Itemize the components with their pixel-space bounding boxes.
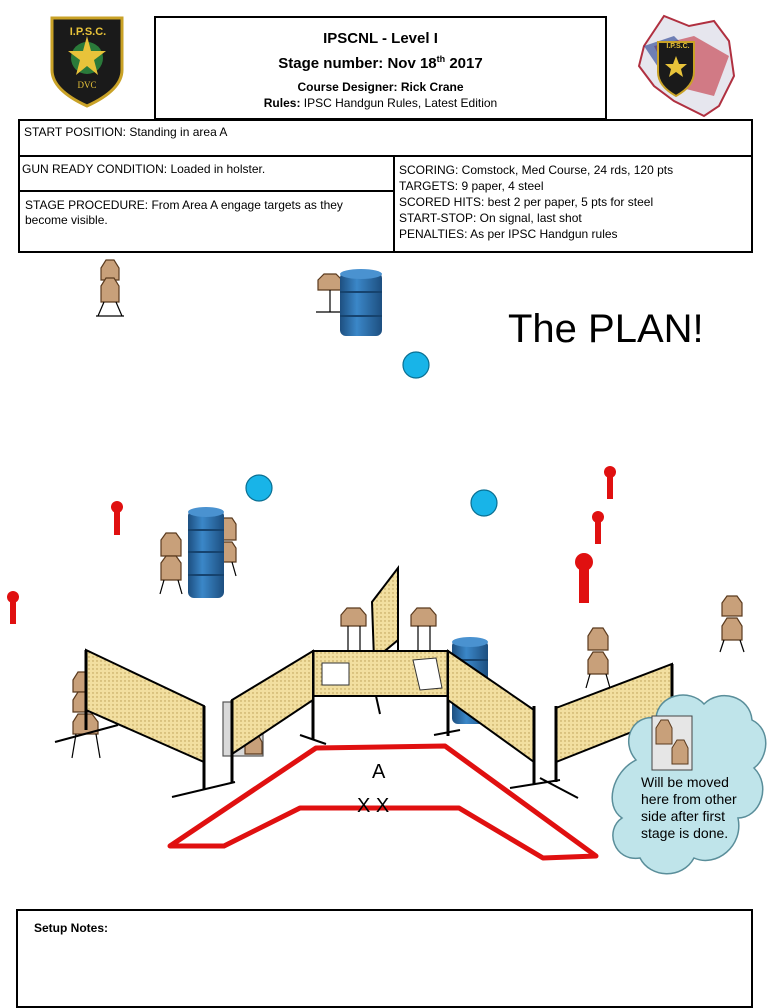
paper-target (96, 259, 124, 317)
rules-value: IPSC Handgun Rules, Latest Edition (300, 96, 498, 110)
wall-right-inner (447, 649, 561, 789)
barrel (340, 269, 382, 336)
paper-target (719, 595, 745, 653)
course-designer: Course Designer: Rick Crane (297, 80, 464, 94)
wall-back (299, 650, 461, 745)
setup-notes-box: Setup Notes: (16, 909, 753, 1008)
gun-ready-box: GUN READY CONDITION: Loaded in holster. (18, 155, 395, 192)
shooter-marks: X X (357, 795, 390, 817)
logo-right-text: I.P.S.C. (666, 43, 690, 50)
start-position-box: START POSITION: Standing in area A (18, 119, 753, 157)
wall-center-tall (370, 565, 399, 663)
stage-procedure-box: STAGE PROCEDURE: From Area A engage targ… (18, 190, 395, 253)
paper-target (316, 273, 344, 313)
popper (604, 466, 616, 499)
steel-plate (470, 489, 498, 517)
steel-plate (245, 474, 273, 502)
start-position-text: START POSITION: Standing in area A (24, 125, 228, 139)
scoring-box: SCORING: Comstock, Med Course, 24 rds, 1… (393, 155, 753, 253)
scoring-text: SCORING: Comstock, Med Course, 24 rds, 1… (399, 163, 674, 177)
logo-left-text: I.P.S.C. (69, 26, 107, 38)
header-box: IPSCNL - Level I Stage number: Nov 18th … (154, 16, 607, 120)
barrel (188, 507, 224, 598)
setup-notes-label: Setup Notes: (34, 921, 109, 935)
start-stop-text: START-STOP: On signal, last shot (399, 211, 582, 225)
stage-number-text: Stage number: Nov 18 (278, 55, 437, 72)
wall-left-inner (230, 649, 314, 782)
popper (575, 553, 593, 603)
shooting-area-fault-line (167, 743, 599, 861)
stage-number: Stage number: Nov 18th 2017 (156, 54, 605, 72)
rules-line: Rules: IPSC Handgun Rules, Latest Editio… (156, 96, 605, 110)
gun-ready-text: GUN READY CONDITION: Loaded in holster. (22, 162, 266, 176)
stage-procedure-text: STAGE PROCEDURE: From Area A engage targ… (25, 198, 343, 227)
targets-text: TARGETS: 9 paper, 4 steel (399, 179, 544, 193)
paper-target (585, 627, 611, 689)
scored-hits-text: SCORED HITS: best 2 per paper, 5 pts for… (399, 195, 654, 209)
page-title: IPSCNL - Level I (323, 30, 438, 47)
note-cloud (611, 694, 767, 875)
poppers (7, 466, 616, 624)
paper-target (340, 607, 367, 652)
area-a-label: A (372, 761, 386, 783)
wall-left-outer (54, 648, 236, 798)
cloud-note-text: Will be moved here from other side after… (641, 774, 737, 841)
paper-target (410, 607, 437, 652)
stage-year: 2017 (445, 55, 483, 72)
popper (7, 591, 19, 624)
logo-left-monogram: DVC (77, 80, 97, 90)
steel-plate (402, 351, 430, 379)
steel-plates (245, 351, 498, 517)
popper (111, 501, 123, 535)
paper-target (159, 532, 183, 595)
popper (592, 511, 604, 544)
rules-label: Rules: (263, 96, 301, 110)
plan-title: The PLAN! (508, 307, 704, 351)
stage-number-sup: th (436, 54, 446, 64)
penalties-text: PENALTIES: As per IPSC Handgun rules (399, 227, 618, 241)
